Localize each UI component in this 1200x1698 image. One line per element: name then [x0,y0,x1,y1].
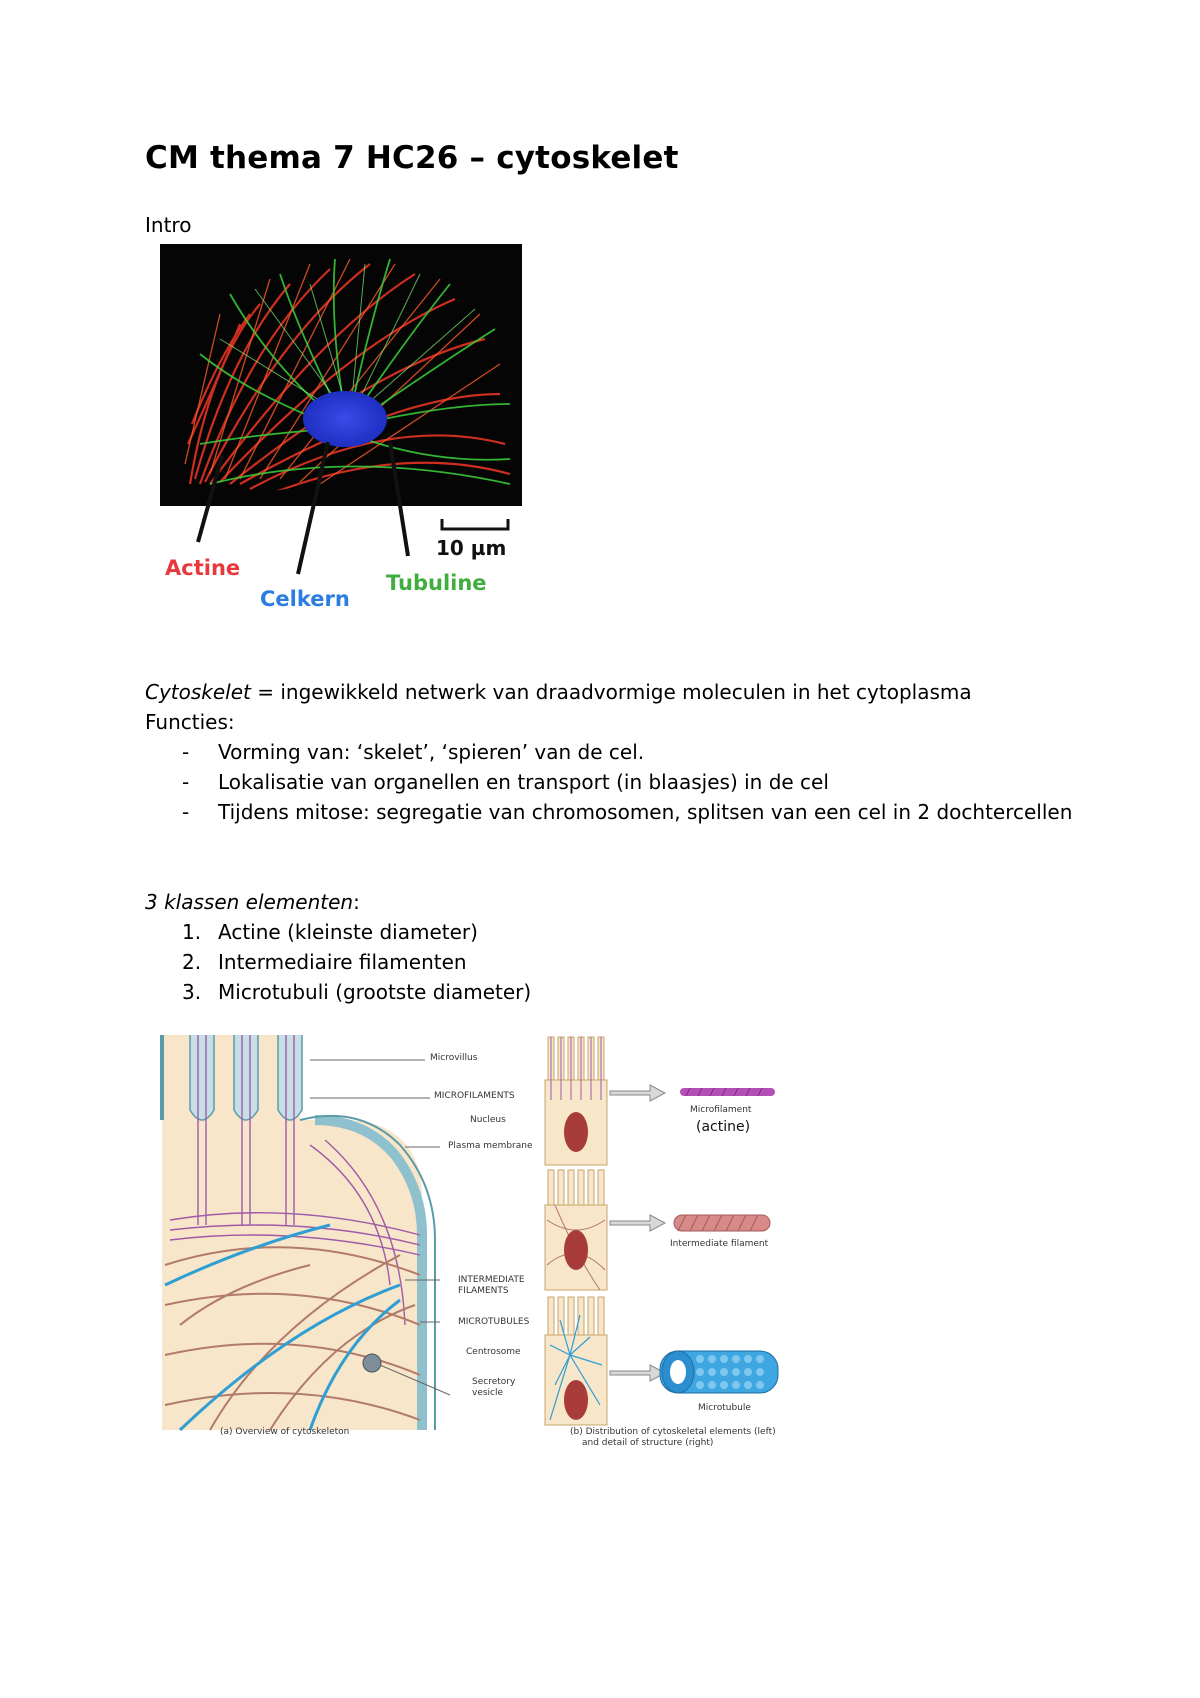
klassen-heading-colon: : [353,890,360,914]
small-cells-illustration [544,1036,608,1426]
klassen-heading: 3 klassen elementen: [145,890,360,914]
label-plasma-membrane: Plasma membrane [448,1141,533,1151]
label-microfilament: Microfilament [690,1105,752,1115]
cytoskeleton-overview-figure: Microvillus MICROFILAMENTS Nucleus Plasm… [150,1025,790,1470]
label-microtubule: Microtubule [698,1403,751,1413]
caption-b-2: and detail of structure (right) [582,1438,714,1448]
label-tubuline: Tubuline [386,571,487,595]
functies-heading: Functies: [145,710,235,734]
list-marker: 1. [182,920,202,944]
list-marker: 2. [182,950,202,974]
definition-term: Cytoskelet [145,680,251,704]
cytoskeleton-micrograph-figure: 10 µm Actine Celkern Tubuline [150,244,530,614]
label-secretory-vesicle-2: vesicle [472,1388,504,1398]
list-item-text: Microtubuli (grootste diameter) [218,980,532,1004]
label-microvillus: Microvillus [430,1053,478,1063]
label-intermediate-filaments-1: INTERMEDIATE [458,1275,525,1285]
intro-heading: Intro [145,213,192,237]
label-intermediate-filament: Intermediate filament [670,1239,769,1249]
label-centrosome: Centrosome [466,1347,521,1357]
label-nucleus: Nucleus [470,1115,506,1125]
overview-cell-illustration [160,1035,436,1432]
label-celkern: Celkern [260,587,350,611]
label-actine: Actine [165,556,241,580]
label-intermediate-filaments-2: FILAMENTS [458,1286,509,1296]
list-item-text: Actine (kleinste diameter) [218,920,478,944]
klassen-heading-text: 3 klassen elementen [145,890,354,914]
list-item-text: Lokalisatie van organellen en transport … [218,770,829,794]
definition-line: Cytoskelet = ingewikkeld netwerk van dra… [145,680,972,704]
document-title: CM thema 7 HC26 – cytoskelet [145,140,679,176]
list-item-text: Tijdens mitose: segregatie van chromosom… [218,800,1073,824]
list-item-text: Intermediaire filamenten [218,950,467,974]
scale-bar-label: 10 µm [436,536,507,560]
caption-b-1: (b) Distribution of cytoskeletal element… [570,1427,776,1437]
list-marker: - [182,800,190,824]
label-secretory-vesicle-1: Secretory [472,1377,516,1387]
list-marker: 3. [182,980,202,1004]
label-microtubules: MICROTUBULES [458,1317,530,1327]
list-marker: - [182,770,190,794]
label-microfilaments: MICROFILAMENTS [434,1091,515,1101]
cytoskeleton-diagram [160,1035,779,1432]
definition-text: = ingewikkeld netwerk van draadvormige m… [250,680,972,704]
caption-a: (a) Overview of cytoskeleton [220,1427,350,1437]
list-item-text: Vorming van: ‘skelet’, ‘spieren’ van de … [218,740,645,764]
label-actine-detail: (actine) [696,1119,751,1135]
micrograph-illustration [160,244,522,575]
list-marker: - [182,740,190,764]
